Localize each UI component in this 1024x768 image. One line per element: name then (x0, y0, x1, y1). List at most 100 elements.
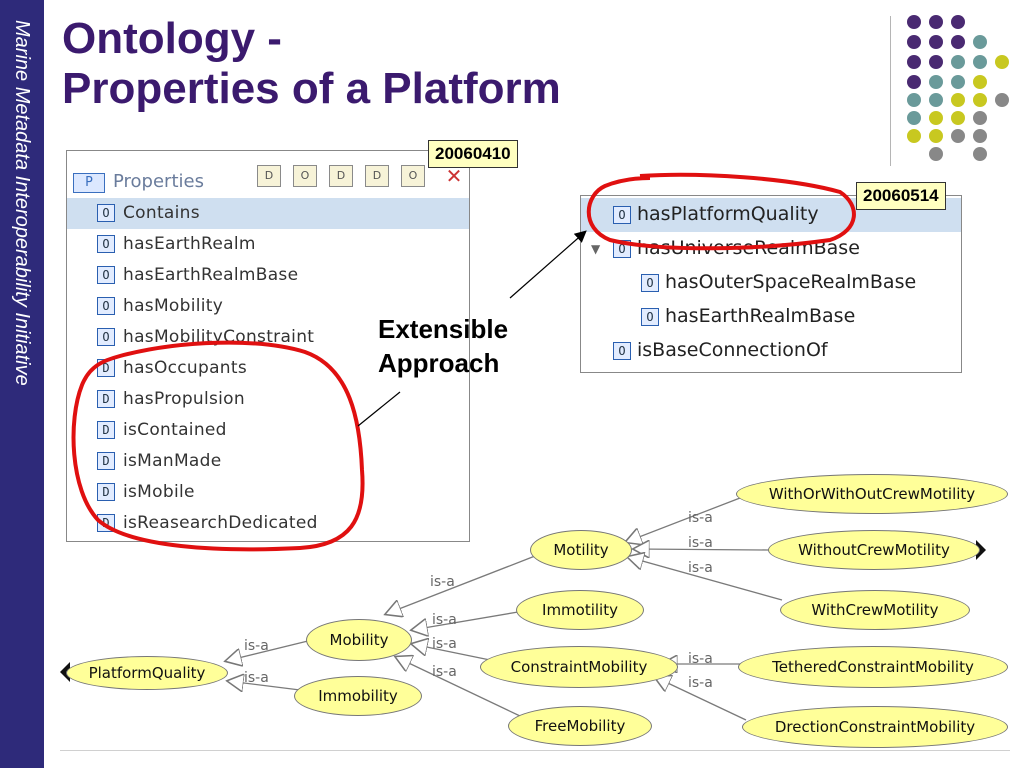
property-label: hasOccupants (123, 358, 248, 378)
property-row[interactable]: O hasEarthRealm (67, 229, 469, 260)
title-line-1: Ontology - (62, 14, 282, 63)
properties-panel-title: Properties (113, 171, 204, 192)
datatype-property-icon: D (97, 390, 115, 408)
dot-row-5 (907, 93, 1009, 107)
property-row[interactable]: O hasMobility (67, 291, 469, 322)
object-property-icon: O (613, 206, 631, 224)
page-title: Ontology - Properties of a Platform (62, 14, 561, 114)
node-immotility[interactable]: Immotility (516, 590, 644, 630)
property-label: hasEarthRealm (123, 234, 256, 254)
tree-row[interactable]: ▼ O hasUniverseRealmBase (581, 232, 961, 266)
property-tree-panel: O hasPlatformQuality ▼ O hasUniverseReal… (580, 195, 962, 373)
properties-icon: P (73, 173, 105, 193)
object-property-icon: O (641, 274, 659, 292)
edge-label: is-a (688, 510, 713, 526)
tree-row[interactable]: O isBaseConnectionOf (581, 334, 961, 368)
dot-row-7 (907, 129, 987, 143)
datatype-property-icon: D (97, 483, 115, 501)
callout-arrow (509, 230, 587, 299)
property-label: isMobile (123, 482, 195, 502)
edge-label: is-a (432, 664, 457, 680)
tree-row-label: hasEarthRealmBase (665, 305, 856, 327)
property-label: Contains (123, 203, 200, 223)
property-row[interactable]: D isManMade (67, 446, 469, 477)
callout-text: Extensible Approach (378, 312, 508, 380)
tree-row-label: isBaseConnectionOf (637, 339, 828, 361)
title-line-2: Properties of a Platform (62, 64, 561, 113)
expand-triangle-icon[interactable]: ▼ (591, 242, 601, 256)
property-label: hasEarthRealmBase (123, 265, 299, 285)
edge-withorwithout-motility (626, 497, 741, 542)
add-datatype-subproperty-button[interactable]: D (365, 165, 389, 187)
property-label: hasPropulsion (123, 389, 245, 409)
node-withcrewmotility[interactable]: WithCrewMotility (780, 590, 970, 630)
node-withorwithoutcrewmotility[interactable]: WithOrWithOutCrewMotility (736, 474, 1008, 514)
add-object-property-button[interactable]: O (293, 165, 317, 187)
dot-row-3 (907, 55, 1009, 69)
add-object-subproperty-button[interactable]: O (401, 165, 425, 187)
property-label: hasMobility (123, 296, 224, 316)
node-immobility[interactable]: Immobility (294, 676, 422, 716)
date-stamp-right: 20060514 (856, 182, 946, 210)
dot-row-2 (907, 35, 987, 49)
object-property-icon: O (97, 266, 115, 284)
object-property-icon: O (613, 240, 631, 258)
node-motility[interactable]: Motility (530, 530, 632, 570)
property-row[interactable]: O hasEarthRealmBase (67, 260, 469, 291)
tree-row-label: hasOuterSpaceRealmBase (665, 271, 917, 293)
decorative-divider (890, 16, 891, 166)
sidebar-band: Marine Metadata Interoperability Initiat… (0, 0, 44, 768)
property-row[interactable]: O Contains (67, 198, 469, 229)
edge-label: is-a (688, 535, 713, 551)
node-freemobility[interactable]: FreeMobility (508, 706, 652, 746)
edge-motility-mobility (386, 555, 536, 614)
object-property-icon: O (97, 328, 115, 346)
node-mobility[interactable]: Mobility (306, 619, 412, 661)
tree-row-label: hasUniverseRealmBase (637, 237, 860, 259)
datatype-property-icon: D (97, 452, 115, 470)
tree-row[interactable]: O hasEarthRealmBase (581, 300, 961, 334)
property-row[interactable]: D isMobile (67, 477, 469, 508)
object-property-icon: O (97, 297, 115, 315)
property-row[interactable]: D isReasearchDedicated (67, 508, 469, 539)
footer-divider (60, 750, 1010, 751)
property-row[interactable]: D isContained (67, 415, 469, 446)
properties-panel-header: P Properties D O D D O ✕ (67, 151, 469, 195)
dot-row-4 (907, 75, 987, 89)
node-tetheredconstraintmobility[interactable]: TetheredConstraintMobility (738, 646, 1008, 688)
tree-row[interactable]: O hasOuterSpaceRealmBase (581, 266, 961, 300)
dot-row-8 (929, 147, 987, 161)
edge-label: is-a (688, 651, 713, 667)
edge-label: is-a (430, 574, 455, 590)
property-label: isContained (123, 420, 227, 440)
edge-label: is-a (432, 636, 457, 652)
date-stamp-left: 20060410 (428, 140, 518, 168)
node-constraintmobility[interactable]: ConstraintMobility (480, 646, 678, 688)
datatype-property-icon: D (97, 421, 115, 439)
edge-label: is-a (432, 612, 457, 628)
callout-line-1: Extensible (378, 314, 509, 344)
object-property-icon: O (613, 342, 631, 360)
node-drectionconstraintmobility[interactable]: DrectionConstraintMobility (742, 706, 1008, 748)
add-datatype-property-button[interactable]: D (257, 165, 281, 187)
edge-label: is-a (244, 670, 269, 686)
delete-property-icon[interactable]: ✕ (445, 164, 463, 188)
property-label: hasMobilityConstraint (123, 327, 315, 347)
callout-line-2: Approach (378, 348, 500, 378)
property-label: isReasearchDedicated (123, 513, 318, 533)
sidebar-text: Marine Metadata Interoperability Initiat… (11, 20, 33, 386)
edge-mobility-platformquality (226, 639, 313, 661)
edge-label: is-a (688, 560, 713, 576)
object-property-icon: O (97, 235, 115, 253)
node-withoutcrewmotility[interactable]: WithoutCrewMotility (768, 530, 980, 570)
tree-row-label: hasPlatformQuality (637, 203, 819, 225)
edge-label: is-a (244, 638, 269, 654)
datatype-property-icon: D (97, 359, 115, 377)
edge-label: is-a (688, 675, 713, 691)
node-platformquality[interactable]: PlatformQuality (66, 656, 228, 690)
property-row[interactable]: D hasPropulsion (67, 384, 469, 415)
edge-immotility-mobility (412, 611, 519, 630)
add-subproperty-button[interactable]: D (329, 165, 353, 187)
decorative-dot-grid (907, 15, 1009, 161)
dot-row-1 (907, 15, 965, 29)
